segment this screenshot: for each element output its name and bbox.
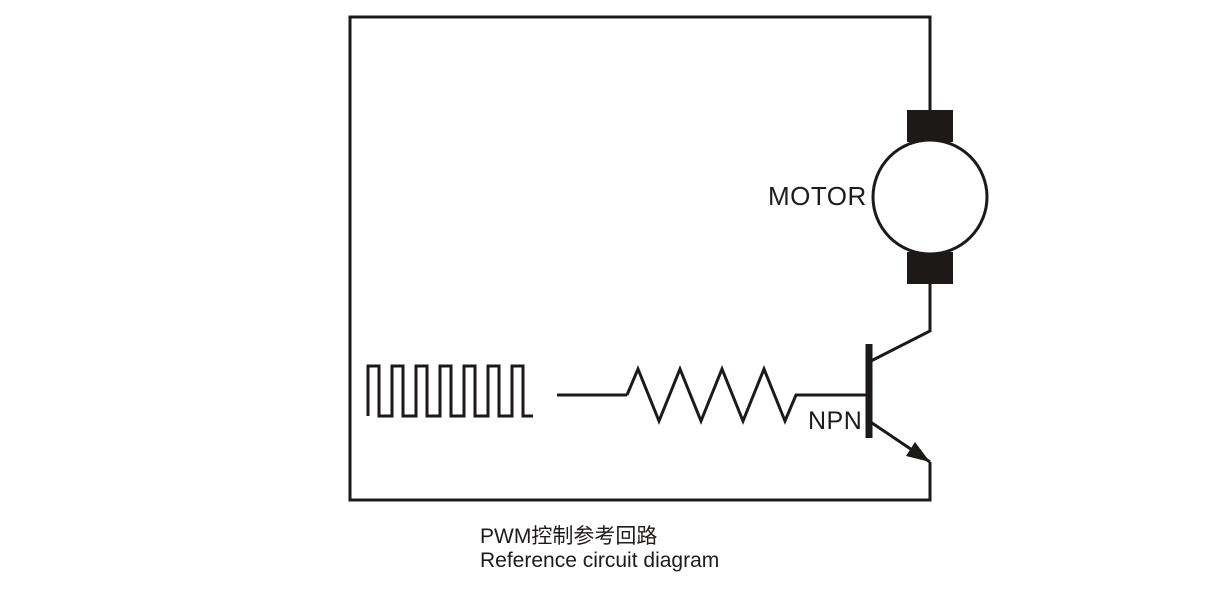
circuit-strokes (348, 15, 989, 502)
pwm-waveform (366, 364, 533, 418)
transistor-emitter-arrow (906, 442, 930, 462)
motor-label: MOTOR (768, 181, 867, 211)
outer-loop-wire (348, 15, 932, 502)
caption-chinese: PWM控制参考回路 (480, 525, 658, 548)
npn-transistor-label: NPN (808, 407, 863, 435)
caption-english: Reference circuit diagram (480, 549, 720, 572)
emitter-arrowhead (906, 442, 930, 462)
motor-brush-top-rect (907, 110, 953, 142)
motor-body-circle (871, 138, 989, 256)
motor-brushes (907, 110, 953, 284)
resistor-symbol (625, 364, 866, 426)
motor-brush-bottom-rect (907, 252, 953, 284)
motor-collector-wire (868, 284, 932, 364)
